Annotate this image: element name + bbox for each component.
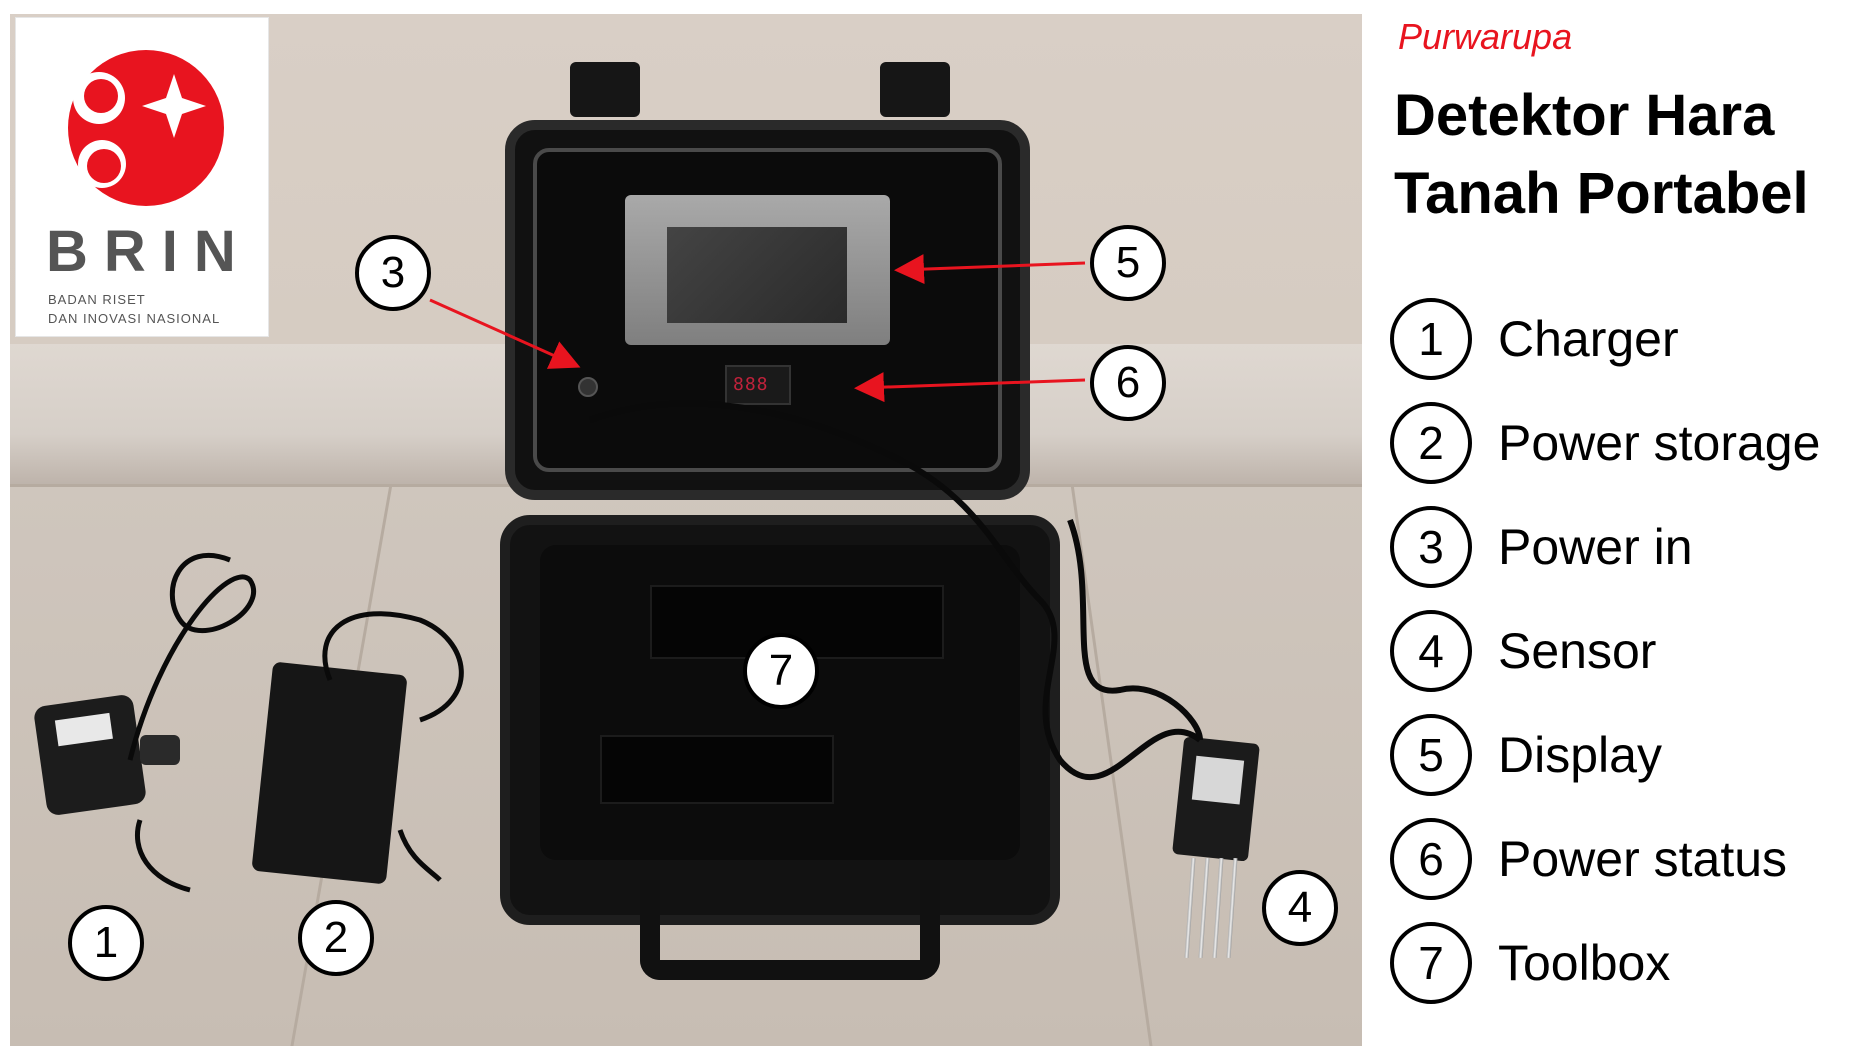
- legend-item: 3 Power in: [1390, 506, 1850, 590]
- display-screen: [667, 227, 847, 323]
- arrow-display: [894, 254, 1086, 285]
- charger-plug: [140, 735, 180, 765]
- logo-subtitle-2: DAN INOVASI NASIONAL: [48, 311, 221, 326]
- sensor-cable: [588, 400, 1202, 780]
- brin-logo: BRIN BADAN RISET DAN INOVASI NASIONAL: [15, 17, 269, 337]
- legend-label: Power status: [1498, 831, 1788, 887]
- legend-label: Power storage: [1498, 415, 1821, 471]
- brin-emblem-icon: [68, 50, 224, 206]
- foam-cutout: [600, 735, 834, 804]
- psu-cable: [322, 611, 464, 723]
- tagline: Purwarupa: [1398, 16, 1573, 57]
- title-line-2: Tanah Portabel: [1394, 161, 1809, 226]
- legend-item: 5 Display: [1390, 714, 1850, 798]
- legend-number: 2: [1390, 402, 1472, 484]
- legend-label: Toolbox: [1498, 935, 1671, 991]
- toolbox-handle: [640, 880, 940, 980]
- arrow-power-in: [429, 298, 581, 369]
- meter-digits: 888: [733, 374, 769, 395]
- legend-item: 6 Power status: [1390, 818, 1850, 902]
- logo-wordmark: BRIN: [46, 219, 252, 284]
- power-status-meter: 888: [725, 365, 791, 405]
- legend-number: 5: [1390, 714, 1472, 796]
- legend-item: 2 Power storage: [1390, 402, 1850, 486]
- legend-number: 1: [1390, 298, 1472, 380]
- title-line-1: Detektor Hara: [1394, 83, 1775, 148]
- legend-number: 3: [1390, 506, 1472, 588]
- sensor-cable: [1067, 518, 1203, 741]
- legend-label: Sensor: [1498, 623, 1657, 679]
- logo-subtitle-1: BADAN RISET: [48, 292, 146, 307]
- callout-6: 6: [1090, 345, 1166, 421]
- power-in-jack: [578, 377, 598, 397]
- legend-label: Power in: [1498, 519, 1693, 575]
- callout-3: 3: [355, 235, 431, 311]
- charger-cable: [127, 552, 256, 761]
- legend-item: 4 Sensor: [1390, 610, 1850, 694]
- arrow-power-status: [854, 372, 1086, 403]
- legend-number: 6: [1390, 818, 1472, 900]
- display-module: [625, 195, 890, 345]
- legend-label: Charger: [1498, 311, 1679, 367]
- legend-label: Display: [1498, 727, 1662, 783]
- psu-cable: [397, 829, 442, 882]
- lid-latch: [570, 62, 640, 117]
- legend-item: 1 Charger: [1390, 298, 1850, 382]
- callout-2: 2: [298, 900, 374, 976]
- lid-latch: [880, 62, 950, 117]
- callout-4: 4: [1262, 870, 1338, 946]
- charger-cable: [134, 819, 191, 893]
- legend-item: 7 Toolbox: [1390, 922, 1850, 1006]
- callout-1: 1: [68, 905, 144, 981]
- callout-7: 7: [743, 633, 819, 709]
- legend-number: 7: [1390, 922, 1472, 1004]
- callout-5: 5: [1090, 225, 1166, 301]
- legend-number: 4: [1390, 610, 1472, 692]
